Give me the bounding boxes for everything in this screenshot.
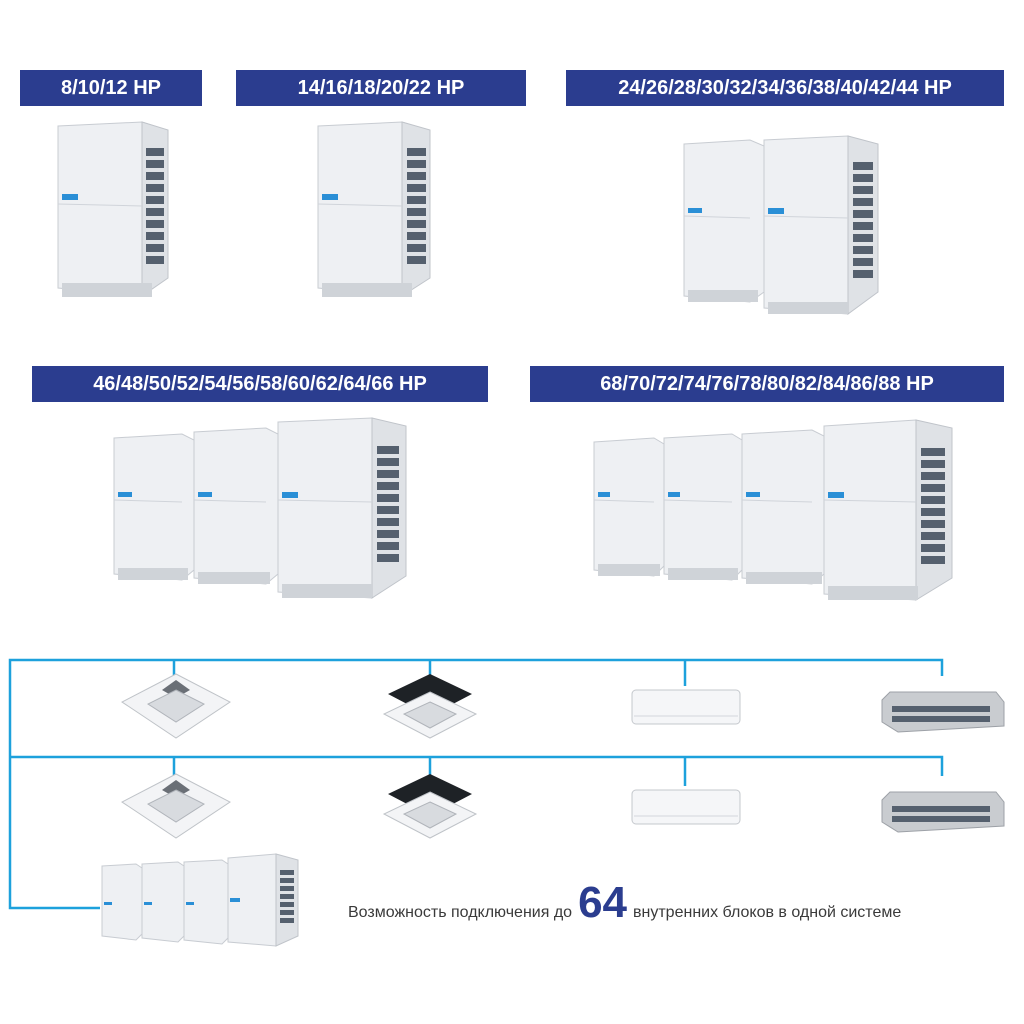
cassette-white-icon bbox=[121, 773, 231, 839]
hp-label-group-3: 24/26/28/30/32/34/36/38/40/42/44 HP bbox=[566, 70, 1004, 106]
outdoor-unit-icon bbox=[113, 433, 195, 581]
outdoor-unit-icon bbox=[183, 859, 229, 945]
outdoor-unit-icon bbox=[277, 417, 407, 599]
outdoor-unit-group-1 bbox=[57, 121, 169, 297]
duct-unit-icon bbox=[881, 691, 1005, 733]
outdoor-unit-group-2 bbox=[317, 121, 431, 297]
outdoor-unit-icon bbox=[763, 135, 879, 315]
outdoor-unit-icon bbox=[317, 121, 431, 297]
outdoor-unit-group-3 bbox=[683, 135, 879, 315]
hp-label-group-4: 46/48/50/52/54/56/58/60/62/64/66 HP bbox=[32, 366, 488, 402]
outdoor-unit-icon bbox=[141, 861, 185, 943]
hp-label-group-1: 8/10/12 HP bbox=[20, 70, 202, 106]
wall-split-icon bbox=[631, 689, 741, 725]
hp-label-group-5: 68/70/72/74/76/78/80/82/84/86/88 HP bbox=[530, 366, 1004, 402]
caption-prefix: Возможность подключения до bbox=[348, 904, 573, 921]
capacity-caption: Возможность подключения до 64 внутренних… bbox=[348, 878, 901, 928]
cassette-black-icon bbox=[382, 774, 478, 839]
pipe-row-2 bbox=[10, 755, 944, 776]
outdoor-unit-group-4 bbox=[113, 417, 407, 599]
cassette-white-icon bbox=[121, 673, 231, 739]
caption-suffix: внутренних блоков в одной системе bbox=[633, 904, 902, 921]
hp-label-group-2: 14/16/18/20/22 HP bbox=[236, 70, 526, 106]
pipe-row-1 bbox=[8, 658, 944, 910]
outdoor-unit-icon bbox=[101, 863, 143, 941]
outdoor-unit-icon bbox=[683, 139, 765, 303]
outdoor-unit-icon bbox=[57, 121, 169, 297]
wall-split-icon bbox=[631, 789, 741, 825]
outdoor-system-bottom bbox=[101, 853, 299, 947]
outdoor-unit-icon bbox=[227, 853, 299, 947]
caption-number: 64 bbox=[578, 878, 628, 927]
outdoor-unit-group-5 bbox=[593, 419, 953, 601]
duct-unit-icon bbox=[881, 791, 1005, 833]
outdoor-unit-icon bbox=[193, 427, 279, 585]
outdoor-unit-icon bbox=[823, 419, 953, 601]
cassette-black-icon bbox=[382, 674, 478, 739]
outdoor-unit-icon bbox=[593, 437, 665, 577]
